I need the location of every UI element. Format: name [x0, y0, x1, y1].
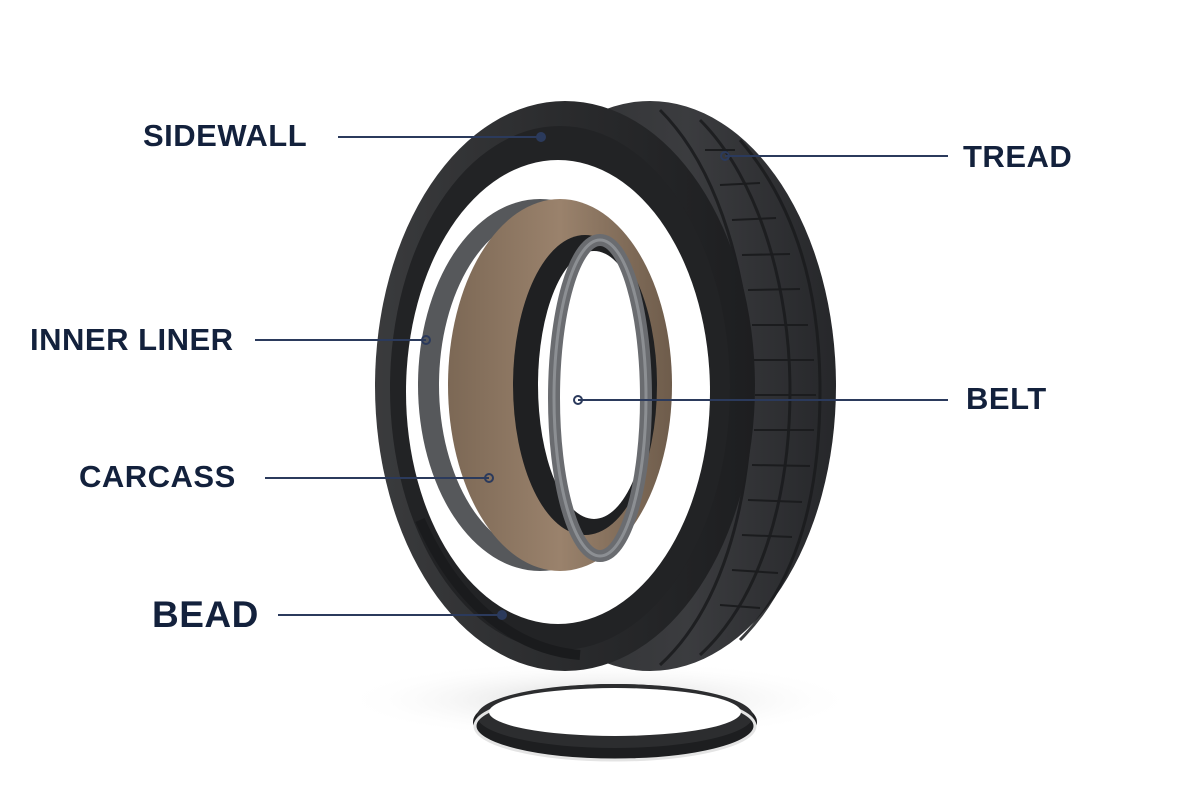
tread-dot: [720, 151, 730, 161]
tread-sipes: [705, 149, 816, 609]
belt-ring-highlight: [552, 238, 648, 558]
bead-lip: [415, 517, 581, 660]
label-inner-liner: INNER LINER: [30, 322, 234, 357]
label-belt: BELT: [966, 381, 1047, 416]
leader-lines: [255, 132, 948, 620]
label-tread: TREAD: [963, 139, 1073, 174]
carcass-dot: [484, 473, 494, 483]
label-bead: BEAD: [152, 594, 259, 635]
inner-liner-dot: [421, 335, 431, 345]
bead-dot: [497, 610, 507, 620]
label-sidewall: SIDEWALL: [143, 118, 308, 153]
belt-dot: [573, 395, 583, 405]
label-carcass: CARCASS: [79, 459, 236, 494]
bead-wire-ring: [473, 684, 757, 762]
sidewall-dot: [536, 132, 546, 142]
